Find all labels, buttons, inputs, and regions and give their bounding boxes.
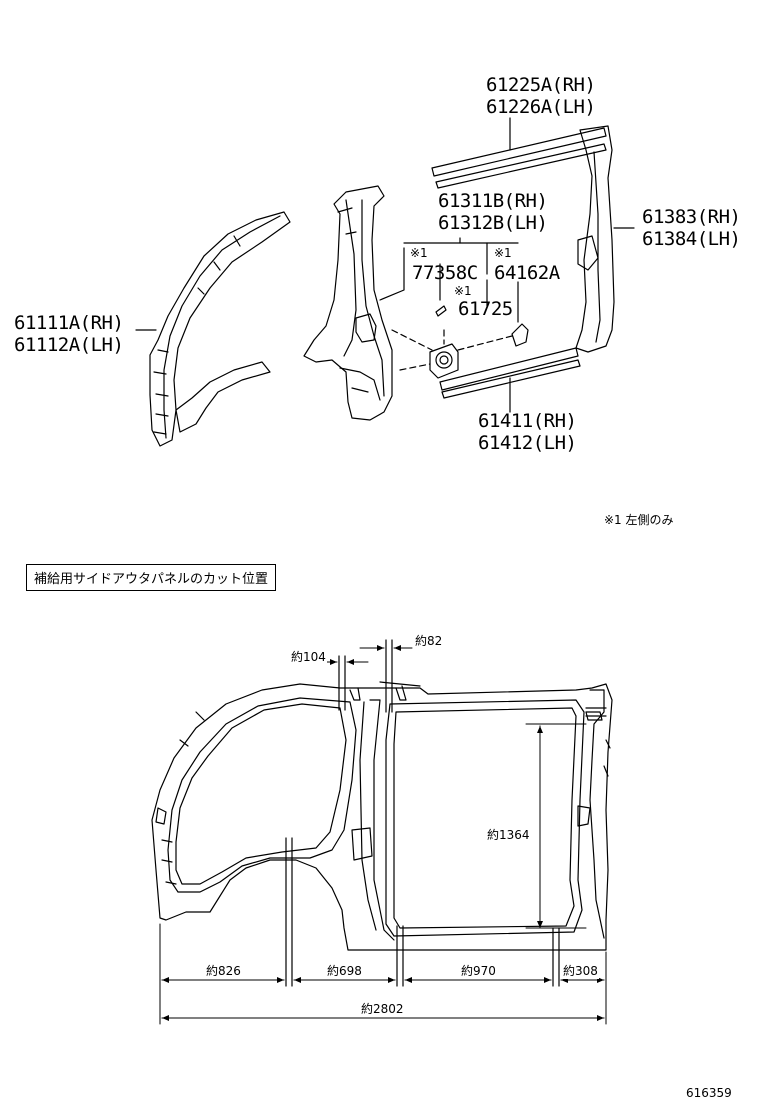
part-number-center-pillar-rh: 61311B(RH) — [438, 190, 548, 212]
roof-rail-part — [431, 117, 607, 189]
part-number-fuel-lid: 61725 — [458, 298, 513, 320]
part-number-bracket: 64162A — [494, 262, 560, 284]
part-number-roof-rail-lh: 61226A(LH) — [486, 96, 596, 118]
dimension-82: 約82 — [414, 632, 444, 649]
side-outer-panel — [151, 681, 613, 951]
mark-left-only-1: ※1 — [410, 246, 428, 260]
mark-left-only-2: ※1 — [494, 246, 512, 260]
part-number-rocker-rh: 61411(RH) — [478, 410, 577, 432]
bracket-part — [511, 323, 529, 347]
figure-id: 616359 — [686, 1086, 732, 1100]
dimension-970: 約970 — [460, 962, 497, 979]
dimension-104: 約104 — [290, 648, 327, 665]
dimension-lines — [159, 645, 607, 1025]
mark-left-only-3: ※1 — [454, 284, 472, 298]
part-number-front-pillar-rh: 61111A(RH) — [14, 312, 124, 334]
dimension-1364: 約1364 — [486, 826, 531, 843]
cut-position-label: 補給用サイドアウタパネルのカット位置 — [26, 564, 277, 591]
rocker-sill-part — [439, 347, 581, 413]
dimension-698: 約698 — [326, 962, 363, 979]
part-number-roof-rail-rh: 61225A(RH) — [486, 74, 596, 96]
cut-lines — [285, 639, 607, 987]
dimension-2802: 約2802 — [360, 1000, 405, 1017]
rear-pillar-part — [575, 125, 635, 353]
part-number-center-pillar-lh: 61312B(LH) — [438, 212, 548, 234]
part-number-rear-pillar-lh: 61384(LH) — [642, 228, 741, 250]
part-number-clip: 77358C — [412, 262, 478, 284]
left-side-only-note: ※1 左側のみ — [604, 513, 674, 527]
fuel-lid-part — [429, 343, 459, 379]
dimension-308: 約308 — [562, 962, 599, 979]
clip-part — [435, 305, 447, 317]
dimension-826: 約826 — [205, 962, 242, 979]
part-number-rear-pillar-rh: 61383(RH) — [642, 206, 741, 228]
part-number-rocker-lh: 61412(LH) — [478, 432, 577, 454]
front-pillar-part — [149, 211, 291, 447]
part-number-front-pillar-lh: 61112A(LH) — [14, 334, 124, 356]
center-pillar-part — [303, 185, 393, 421]
